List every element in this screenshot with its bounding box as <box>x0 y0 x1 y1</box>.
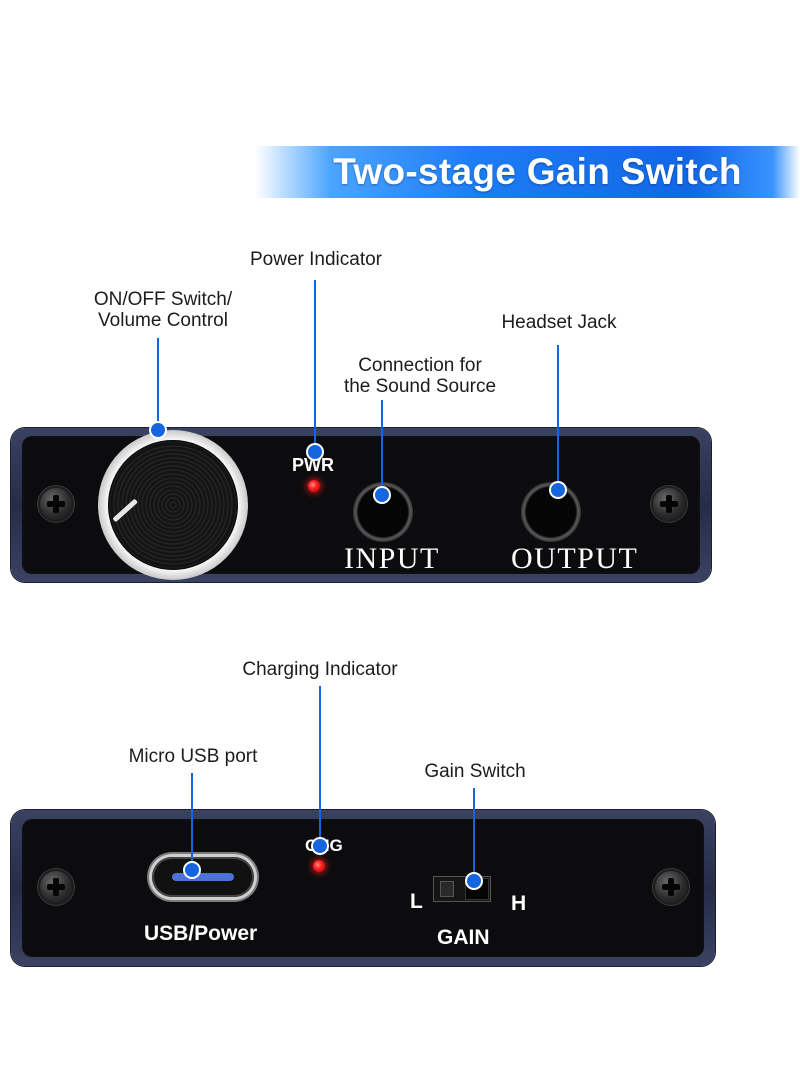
gain-label: GAIN <box>437 926 490 949</box>
power-led <box>308 480 320 492</box>
back-left-screw-icon <box>40 871 72 903</box>
usb-power-label: USB/Power <box>144 922 258 945</box>
gain-switch-callout: Gain Switch <box>424 761 526 782</box>
charging-indicator-leader-dot <box>313 839 327 853</box>
right-screw-icon <box>653 488 685 520</box>
micro-usb-leader-dot <box>185 863 199 877</box>
headset-jack-callout: Headset Jack <box>501 312 617 333</box>
on-off-volume-callout-text: ON/OFF Switch/ Volume Control <box>93 289 233 331</box>
micro-usb-callout: Micro USB port <box>128 746 258 767</box>
input-label: INPUT <box>344 542 440 575</box>
power-indicator-leader-dot <box>308 445 322 459</box>
gain-high-label: H <box>511 892 527 915</box>
usb-c-port[interactable] <box>152 857 254 897</box>
title-banner <box>255 146 800 198</box>
power-indicator-leader <box>314 280 316 452</box>
headset-jack-leader-dot <box>551 483 565 497</box>
charging-indicator-leader <box>319 686 321 846</box>
sound-source-leader <box>381 400 383 495</box>
power-indicator-callout: Power Indicator <box>249 249 382 270</box>
volume-knob[interactable] <box>98 430 248 580</box>
sound-source-callout-text: Connection for the Sound Source <box>343 355 497 397</box>
usb-c-tongue <box>172 873 234 881</box>
on-off-volume-callout: ON/OFF Switch/ Volume Control <box>78 289 248 331</box>
volume-leader-dot <box>151 423 165 437</box>
gain-switch-leader-dot <box>467 874 481 888</box>
gain-switch[interactable] <box>434 877 490 901</box>
sound-source-callout: Connection for the Sound Source <box>328 355 512 397</box>
back-panel <box>11 810 715 966</box>
gain-switch-leader <box>473 788 475 881</box>
charging-indicator-callout: Charging Indicator <box>242 659 398 680</box>
gain-low-label: L <box>410 890 423 913</box>
back-panel-face <box>22 819 704 957</box>
page-title: Two-stage Gain Switch <box>333 151 742 192</box>
back-right-screw-icon <box>655 871 687 903</box>
gain-switch-slot <box>440 881 454 897</box>
left-screw-icon <box>40 488 72 520</box>
pwr-label: PWR <box>292 455 334 475</box>
headset-jack-leader <box>557 345 559 490</box>
sound-source-leader-dot <box>375 488 389 502</box>
output-label: OUTPUT <box>511 542 639 575</box>
volume-leader <box>157 338 159 430</box>
charging-led <box>313 860 325 872</box>
micro-usb-leader <box>191 773 193 870</box>
